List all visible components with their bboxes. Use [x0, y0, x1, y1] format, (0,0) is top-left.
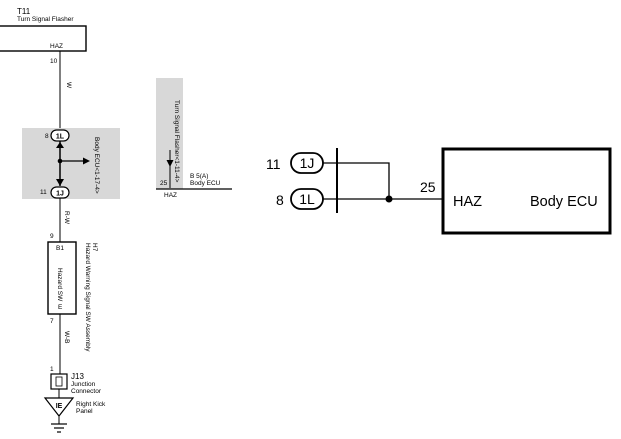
flasher-name: Turn Signal Flasher — [17, 16, 74, 23]
flasher-id: T11 — [17, 7, 31, 16]
hazard-term-top: B1 — [56, 245, 64, 252]
wire-1j-right — [323, 162, 390, 199]
ecu-gray-block — [22, 128, 120, 199]
mid-ref-label: Turn Signal Flasher<1-11-4> — [173, 100, 180, 183]
body-ecu-title: Body ECU — [530, 194, 598, 210]
arrow-up-icon — [56, 142, 64, 148]
ground-code: IE — [56, 403, 63, 410]
body-ecu-terminal: HAZ — [453, 194, 482, 210]
ground-triangle-icon — [43, 397, 75, 417]
wire-rw-label: R-W — [63, 211, 70, 225]
hazard-switch-box — [47, 241, 77, 315]
mid-pin: 25 — [160, 180, 168, 187]
ecu-ref-label: Body ECU<1-17-4> — [93, 137, 100, 194]
wire-w-label: W — [65, 82, 72, 89]
right-wire-pin: 25 — [420, 179, 436, 195]
hazard-name: Hazard Warning Signal SW Assembly — [84, 243, 91, 352]
ecu-pin-top: 8 — [45, 133, 49, 140]
arrow-right-icon — [83, 157, 90, 165]
junction-dot-right — [385, 195, 393, 203]
flasher-terminal: HAZ — [50, 43, 63, 50]
mid-ecu: Body ECU — [190, 180, 221, 187]
hazard-pin-top: 9 — [50, 233, 54, 240]
junction-connector-inner — [55, 376, 63, 387]
body-ecu-box — [441, 147, 612, 235]
ecu-pin-bottom: 11 — [40, 189, 47, 196]
junction-name-1: Junction — [71, 381, 96, 388]
mid-terminal: HAZ — [164, 192, 177, 199]
right-pin-8: 8 — [276, 192, 284, 208]
flasher-box — [0, 25, 87, 52]
ground-name-2: Panel — [76, 408, 93, 415]
connector-1l-right-label: 1L — [299, 191, 315, 207]
connector-1j-right-label: 1J — [300, 155, 315, 171]
hazard-term-bottom: E — [58, 304, 63, 311]
flasher-pin: 10 — [50, 58, 58, 65]
mid-connector: B 5(A) — [190, 173, 208, 180]
junction-name-2: Connector — [71, 388, 102, 395]
hazard-inner-label: Hazard SW — [56, 268, 63, 302]
junction-id: J13 — [71, 372, 84, 381]
connector-1j-label: 1J — [56, 191, 64, 198]
connector-1l-label: 1L — [56, 134, 65, 141]
hazard-id: H7 — [91, 243, 98, 252]
ground-name-1: Right Kick — [76, 401, 106, 408]
junction-pin: 1 — [50, 366, 54, 373]
wire-wb-label: W-B — [63, 331, 70, 344]
mid-arrow-down-icon — [166, 160, 174, 167]
arrow-down-icon — [56, 179, 64, 186]
right-pin-11: 11 — [266, 156, 281, 172]
hazard-pin-bottom: 7 — [50, 318, 54, 325]
